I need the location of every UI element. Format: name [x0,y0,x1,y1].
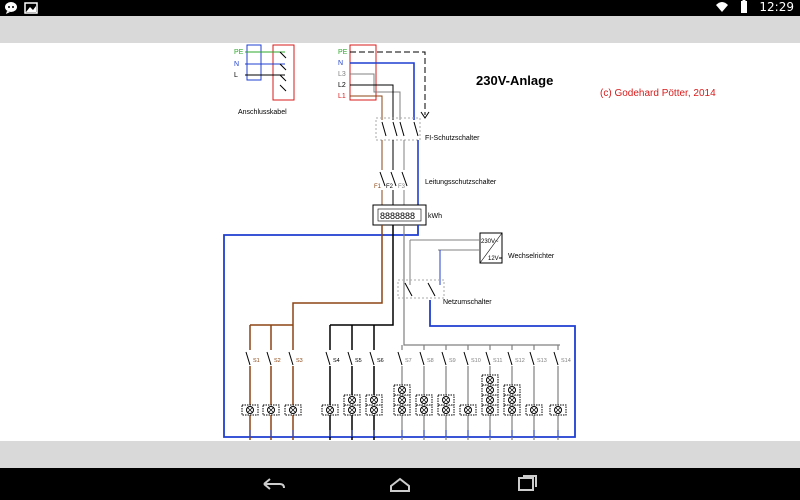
cable-terminal-l: L [234,72,238,79]
lamp-icon [343,394,361,406]
switch-s13: S13 [529,350,547,366]
mcb-label: Leitungsschutzschalter [425,179,497,186]
lamp-icon [503,384,521,396]
switch-s7: S7 [397,350,412,366]
messenger-icon [5,2,17,14]
circuit-switches: S1 S2 S3 S4 S5 S6 S7 S8 S9 S10 S11 S12 S13 S14 [245,350,571,366]
lamp-icon [459,404,477,416]
top-toolbar [0,16,800,43]
inverter: 230V~ 12V= Wechselrichter [409,232,555,285]
switch-s14: S14 [553,350,571,366]
lamp-icon [365,404,383,416]
switch-label-s1: S1 [253,358,260,364]
home-button[interactable] [385,474,415,494]
supply-terminal-n: N [338,60,343,67]
switch-label-s11: S11 [493,358,502,364]
lamp-icon [481,404,499,416]
supply-terminal-l2: L2 [338,82,346,89]
switch-s6: S6 [369,350,384,366]
switch-label-s5: S5 [355,358,362,364]
back-button[interactable] [258,474,288,494]
lamp-icon [365,394,383,406]
transfer-switch: Netzumschalter [397,279,492,306]
switch-s3: S3 [288,350,303,366]
diagram-title: 230V-Anlage [476,73,553,88]
supply-terminal-l3: L3 [338,71,346,78]
inverter-ac: 230V~ [481,239,499,245]
switch-s8: S8 [419,350,434,366]
switch-s10: S10 [463,350,481,366]
lamp-icon [437,394,455,406]
inverter-label: Wechselrichter [508,253,555,260]
inverter-dc: 12V= [488,256,503,262]
image-icon [24,2,38,14]
recents-button[interactable] [512,474,542,494]
cable-label: Anschlusskabel [238,109,287,116]
switch-s11: S11 [485,350,502,366]
bottom-toolbar [0,441,800,468]
switch-label-s3: S3 [296,358,303,364]
wifi-icon [716,2,729,12]
clock: 12:29 [759,0,794,14]
status-bar: 12:29 [0,0,800,16]
lamp-icon [262,404,280,416]
switch-label-s2: S2 [274,358,281,364]
switch-label-s13: S13 [537,358,547,364]
meter-display: 8888888 [380,211,415,221]
switch-s2: S2 [266,350,281,366]
navigation-bar [0,468,800,500]
switch-label-s6: S6 [377,358,384,364]
mcb-f3: F3 [398,184,406,190]
lamp-icon [437,404,455,416]
lamp-icon [481,394,499,406]
mcb-f2: F2 [386,184,394,190]
meter-unit: kWh [428,213,442,220]
lamp-icon [549,404,567,416]
lamp-icon [343,404,361,416]
battery-icon [741,0,748,13]
rcd-switch: FI-Schutzschalter [375,117,480,142]
lamp-icon [415,394,433,406]
rcd-label: FI-Schutzschalter [425,135,480,142]
wiring-diagram: 230V-Anlage (c) Godehard Pötter, 2014 PE… [223,44,716,440]
supply-terminals: PE N L3 L2 L1 [338,44,430,120]
switch-label-s12: S12 [515,358,525,364]
lamp-icon [503,404,521,416]
connection-cable: PE N L Anschlusskabel [234,44,295,116]
cable-terminal-n: N [234,61,239,68]
switch-label-s9: S9 [449,358,456,364]
lamp-icon [481,374,499,386]
circuit-loads [241,374,567,437]
cable-terminal-pe: PE [234,49,244,56]
supply-terminal-l1: L1 [338,93,346,100]
energy-meter: 8888888 kWh [372,204,442,226]
switch-label-s8: S8 [427,358,434,364]
switch-label-s4: S4 [333,358,340,364]
mcb-f1: F1 [374,184,382,190]
lamp-icon [481,384,499,396]
lamp-icon [241,404,259,416]
switch-s9: S9 [441,350,456,366]
lamp-icon [503,394,521,406]
transfer-switch-label: Netzumschalter [443,299,492,306]
lamp-icon [321,404,339,416]
switch-label-s10: S10 [471,358,481,364]
lamp-icon [393,394,411,406]
lamp-icon [284,404,302,416]
lamp-icon [415,404,433,416]
switch-s1: S1 [245,350,260,366]
lamp-icon [525,404,543,416]
mcb-group: F1 F2 F3 Leitungsschutzschalter [374,171,497,190]
switch-label-s7: S7 [405,358,412,364]
switch-s12: S12 [507,350,525,366]
diagram-viewer[interactable]: 230V-Anlage (c) Godehard Pötter, 2014 PE… [0,43,800,441]
switch-s4: S4 [325,350,340,366]
copyright-text: (c) Godehard Pötter, 2014 [600,88,716,99]
lamp-icon [393,404,411,416]
switch-label-s14: S14 [561,358,571,364]
switch-s5: S5 [347,350,362,366]
lamp-icon [393,384,411,396]
supply-terminal-pe: PE [338,49,348,56]
